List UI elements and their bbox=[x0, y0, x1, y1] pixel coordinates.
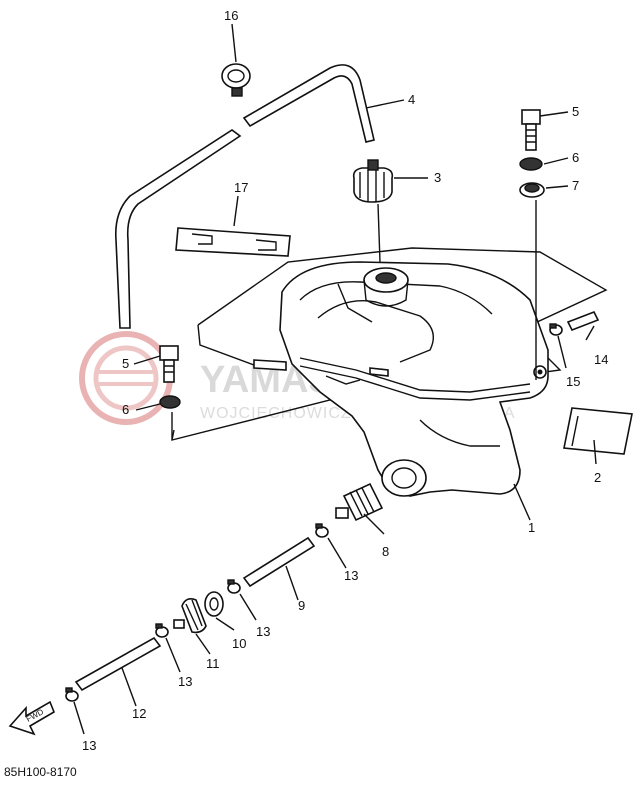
damper-pad bbox=[563, 407, 633, 455]
overflow-hose-right bbox=[566, 310, 600, 332]
tank-pipe-left bbox=[253, 359, 287, 371]
washer-right bbox=[519, 157, 543, 171]
callout-12: 12 bbox=[132, 706, 146, 721]
washer-10 bbox=[204, 591, 224, 617]
leader-lines bbox=[73, 23, 597, 735]
fuel-hose-9 bbox=[242, 536, 316, 588]
callout-13-a: 13 bbox=[344, 568, 358, 583]
clip-13-c bbox=[155, 623, 169, 638]
callout-8: 8 bbox=[382, 544, 389, 559]
tank-pipe-center bbox=[369, 367, 389, 377]
filler-cap bbox=[352, 159, 394, 263]
diagram-code: 85H100-8170 bbox=[4, 765, 77, 779]
callout-6-right: 6 bbox=[572, 150, 579, 165]
clip-13-d bbox=[65, 687, 79, 702]
callout-13-c: 13 bbox=[178, 674, 192, 689]
callout-1: 1 bbox=[528, 520, 535, 535]
clip-13-a bbox=[315, 523, 329, 538]
washer-left bbox=[159, 395, 181, 409]
callout-2: 2 bbox=[594, 470, 601, 485]
callout-16: 16 bbox=[224, 8, 238, 23]
decal bbox=[175, 227, 291, 257]
callout-11: 11 bbox=[206, 656, 220, 671]
callout-13-d: 13 bbox=[82, 738, 96, 753]
callout-6-left: 6 bbox=[122, 402, 129, 417]
bolt-left bbox=[159, 345, 179, 383]
breather-hose bbox=[114, 64, 375, 329]
callout-10: 10 bbox=[232, 636, 246, 651]
callout-13-b: 13 bbox=[256, 624, 270, 639]
callout-5-right: 5 bbox=[572, 104, 579, 119]
clip-13-b bbox=[227, 579, 241, 594]
callout-3: 3 bbox=[434, 170, 441, 185]
callout-4: 4 bbox=[408, 92, 415, 107]
fuel-filter bbox=[173, 598, 207, 634]
callout-9: 9 bbox=[298, 598, 305, 613]
bolt-right bbox=[521, 109, 541, 151]
fuel-tank bbox=[279, 261, 549, 497]
callouts: 16 4 3 5 6 7 17 5 6 14 15 2 1 8 13 9 13 … bbox=[82, 8, 608, 753]
callout-14: 14 bbox=[594, 352, 608, 367]
damper bbox=[519, 182, 545, 198]
forward-arrow-icon: FWD bbox=[8, 700, 55, 736]
callout-17: 17 bbox=[234, 180, 248, 195]
fuel-strainer bbox=[335, 482, 384, 522]
fuel-hose-12 bbox=[74, 636, 162, 692]
clip-right bbox=[549, 323, 563, 336]
callout-5-left: 5 bbox=[122, 356, 129, 371]
callout-15: 15 bbox=[566, 374, 580, 389]
callout-7: 7 bbox=[572, 178, 579, 193]
hose-clip bbox=[221, 63, 251, 97]
